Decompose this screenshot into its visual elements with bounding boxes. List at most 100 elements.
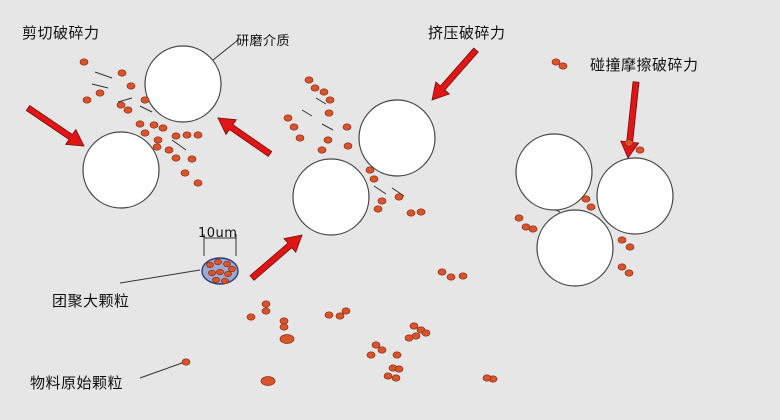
particle xyxy=(377,197,387,205)
label-squeeze-force: 挤压破碎力 xyxy=(428,24,506,42)
particle xyxy=(223,260,231,268)
particle xyxy=(214,258,222,266)
particle xyxy=(221,277,229,285)
particle xyxy=(140,129,150,137)
particle xyxy=(323,136,333,144)
particle xyxy=(158,124,168,132)
particle xyxy=(279,334,295,344)
grinding-media-ball xyxy=(292,158,370,236)
particle xyxy=(416,208,426,216)
particle xyxy=(171,154,181,162)
particle xyxy=(310,84,320,92)
label-primary-particle: 物料原始颗粒 xyxy=(30,374,124,392)
particle xyxy=(625,243,635,251)
force-arrow xyxy=(431,47,479,101)
particle xyxy=(482,374,492,382)
particle xyxy=(206,261,214,269)
label-grinding-media: 研磨介质 xyxy=(236,34,291,49)
force-arrow xyxy=(217,117,273,158)
particle xyxy=(635,146,645,154)
particle xyxy=(279,323,289,331)
particle xyxy=(335,312,345,320)
particle xyxy=(558,62,568,70)
particle xyxy=(391,374,401,382)
label-shear-force: 剪切破碎力 xyxy=(22,24,100,42)
motion-line xyxy=(117,97,133,103)
particle xyxy=(319,88,329,96)
particle xyxy=(187,155,197,163)
particle xyxy=(404,334,414,342)
particle xyxy=(182,131,192,139)
particle xyxy=(260,376,276,386)
motion-line xyxy=(373,185,387,195)
motion-line xyxy=(139,105,153,113)
particle xyxy=(528,225,538,233)
particle xyxy=(437,268,447,276)
particle xyxy=(377,346,387,354)
particle xyxy=(304,76,314,84)
particle xyxy=(193,179,203,187)
particle xyxy=(342,123,352,131)
particle xyxy=(180,169,190,177)
particle xyxy=(617,263,627,271)
particle xyxy=(586,203,596,211)
particle xyxy=(406,209,416,217)
grinding-media-ball xyxy=(358,99,436,177)
particle xyxy=(164,146,174,154)
particle xyxy=(216,268,224,276)
particle xyxy=(82,96,92,104)
particle xyxy=(581,195,591,203)
particle xyxy=(324,109,334,117)
particle xyxy=(446,273,456,281)
particle xyxy=(149,121,159,129)
particle xyxy=(295,134,305,142)
particle xyxy=(366,351,376,359)
particle xyxy=(624,139,634,147)
particle xyxy=(261,300,271,308)
particle xyxy=(343,142,353,150)
motion-line xyxy=(94,71,113,79)
particle xyxy=(208,269,216,277)
particle xyxy=(212,276,220,284)
label-scale-10um: 10um xyxy=(198,226,238,241)
particle xyxy=(369,175,379,183)
label-agglomerate: 团聚大颗粒 xyxy=(52,292,130,310)
particle xyxy=(289,123,299,131)
particle xyxy=(95,89,105,97)
particle xyxy=(365,166,375,174)
leader-line-primary xyxy=(139,362,183,379)
particle xyxy=(224,270,232,278)
force-arrow xyxy=(620,81,640,159)
particle xyxy=(279,317,289,325)
particle xyxy=(126,82,136,90)
motion-line xyxy=(321,123,334,131)
leader-line-agglomerate xyxy=(119,269,201,284)
grinding-media-ball xyxy=(536,209,614,287)
motion-line xyxy=(315,97,327,105)
particle xyxy=(617,236,627,244)
particle xyxy=(551,58,561,66)
particle xyxy=(246,313,256,321)
particle xyxy=(135,120,145,128)
particle xyxy=(409,322,419,330)
grinding-media-ball xyxy=(596,157,674,235)
label-collision-friction-force: 碰撞摩擦破碎力 xyxy=(590,56,699,74)
particle xyxy=(193,131,203,139)
particle xyxy=(325,96,335,104)
particle xyxy=(228,265,236,273)
particle xyxy=(171,132,181,140)
particle xyxy=(394,365,404,373)
grinding-media-ball xyxy=(144,45,222,123)
particle xyxy=(153,136,163,144)
force-arrow xyxy=(249,234,303,281)
particle xyxy=(317,146,327,154)
particle xyxy=(514,214,524,222)
particle xyxy=(283,114,293,122)
particle xyxy=(181,358,191,366)
particle xyxy=(373,205,383,213)
particle xyxy=(123,106,133,114)
particle xyxy=(152,143,162,151)
particle xyxy=(421,329,431,337)
particle xyxy=(458,272,468,280)
